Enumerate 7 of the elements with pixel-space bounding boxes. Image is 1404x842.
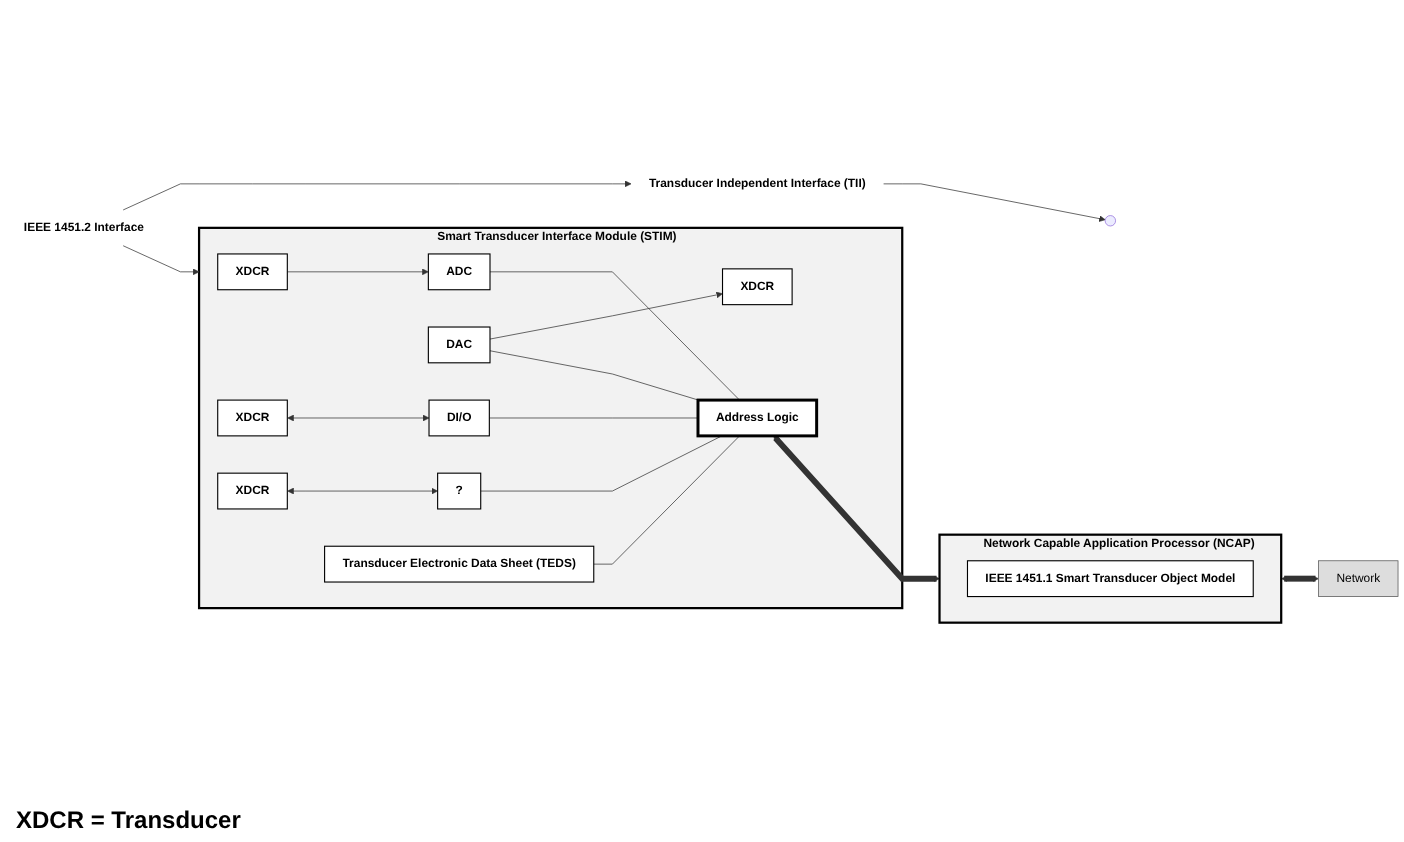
connector <box>488 418 699 420</box>
arrow <box>1281 576 1319 583</box>
note-text: XDCR = Transducer <box>16 806 241 834</box>
arrow <box>773 436 940 583</box>
connector <box>593 436 740 566</box>
connector <box>489 351 699 402</box>
connector <box>480 436 723 493</box>
